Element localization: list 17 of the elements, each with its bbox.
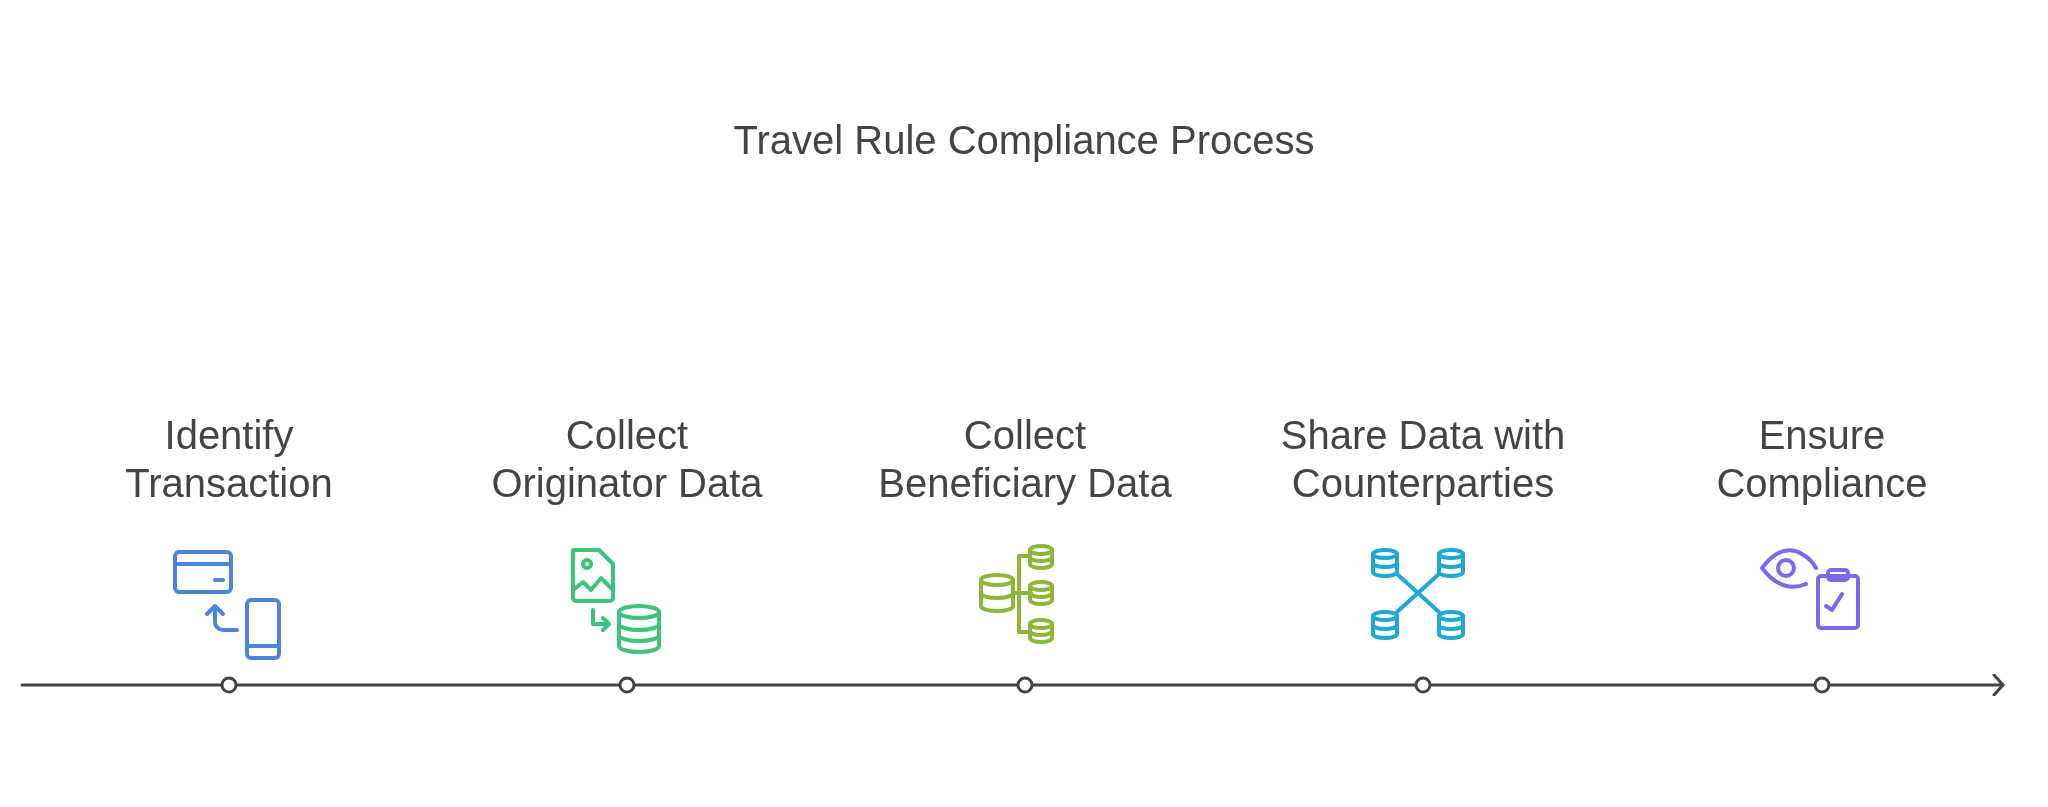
timeline-arrow [1828,673,2005,697]
timeline-line [235,683,621,687]
step-label: Collect Originator Data [490,412,764,507]
step-label: Identify Transaction [124,412,334,507]
diagram-title: Travel Rule Compliance Process [732,118,1316,163]
timeline-line [20,683,223,687]
timeline-line [633,683,1019,687]
timeline-marker [220,676,238,694]
step-label: Ensure Compliance [1715,412,1929,507]
step-label: Collect Beneficiary Data [877,412,1173,507]
timeline-line [1031,683,1417,687]
timeline-marker [1414,676,1432,694]
timeline-line [1429,683,1816,687]
timeline-marker [1016,676,1034,694]
timeline-marker [1813,676,1831,694]
timeline-marker [618,676,636,694]
step-label: Share Data with Counterparties [1279,412,1567,507]
